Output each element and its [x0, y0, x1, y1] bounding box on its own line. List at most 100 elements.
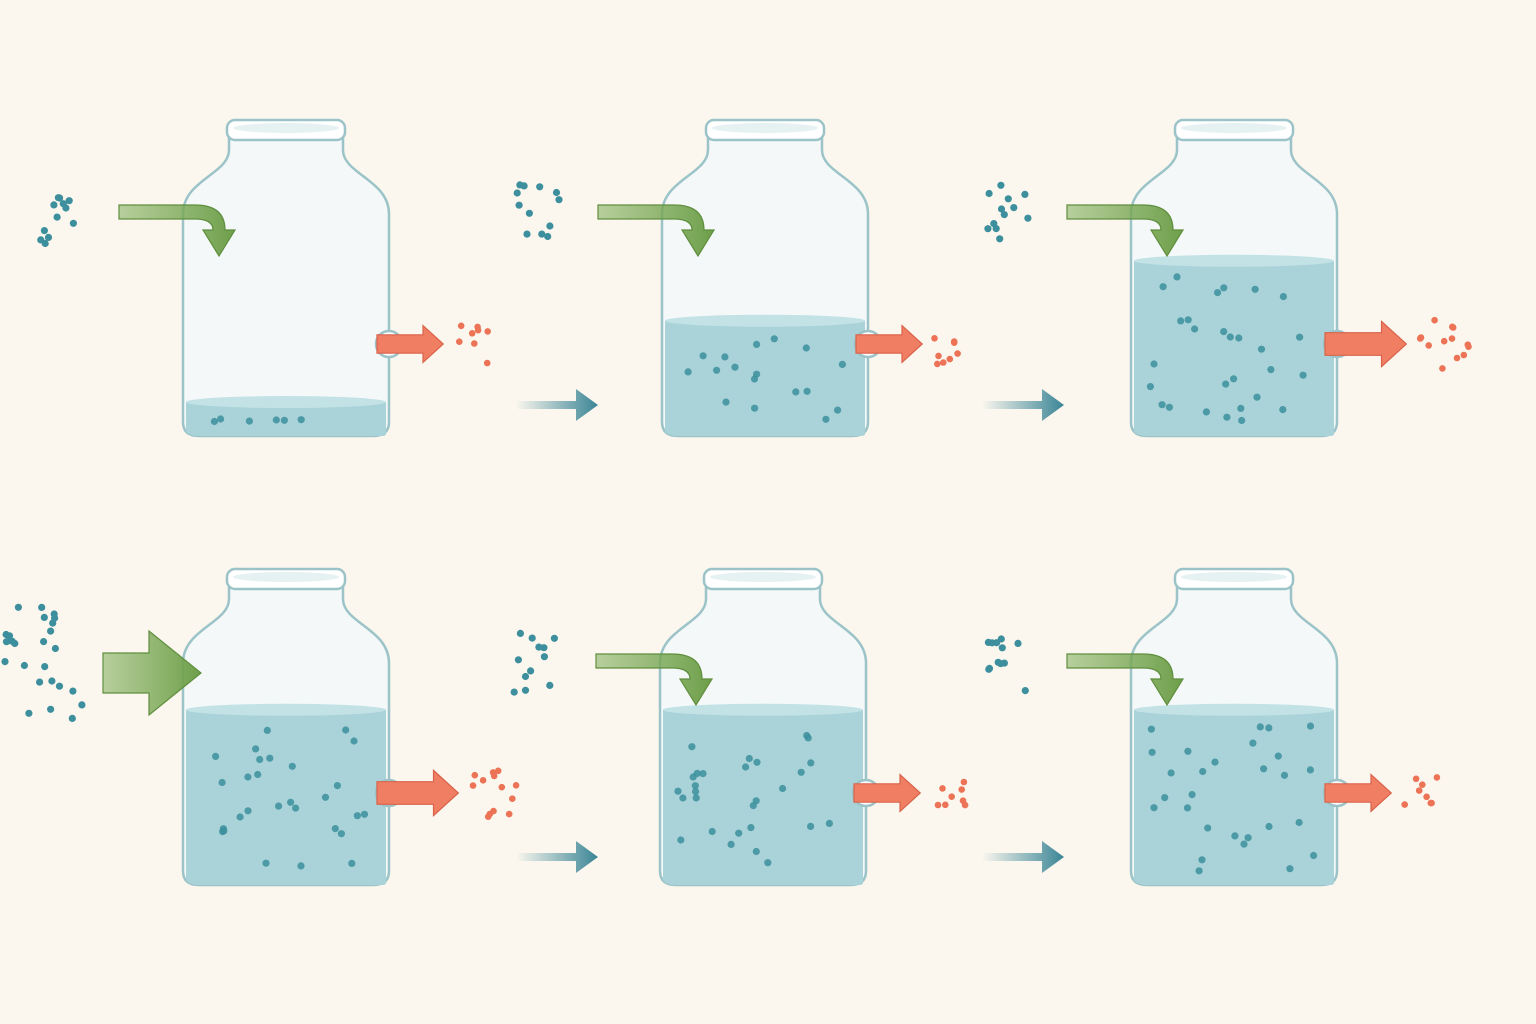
outflow-arrow-icon — [855, 324, 924, 364]
liquid-surface — [665, 314, 865, 327]
particle — [254, 770, 262, 779]
particle — [256, 755, 264, 764]
inflow-particle — [41, 663, 49, 671]
particle — [753, 370, 761, 378]
particle — [727, 840, 735, 849]
inflow-particle — [521, 686, 530, 694]
inflow-particle — [25, 709, 33, 717]
outflow-particle — [474, 326, 482, 334]
inflow-particle — [546, 681, 554, 690]
particle — [263, 726, 271, 735]
particle — [217, 415, 225, 423]
particle — [770, 335, 778, 343]
inflow-particle — [985, 665, 993, 673]
inflow-particle — [1004, 195, 1012, 203]
outflow-arrow-icon — [376, 769, 460, 817]
jar-stage-6 — [984, 567, 1441, 887]
particle — [245, 417, 253, 425]
particle — [1260, 765, 1268, 773]
particle — [753, 340, 761, 348]
particle — [272, 416, 280, 424]
particle — [804, 734, 812, 742]
inflow-particle — [1000, 659, 1009, 667]
particle — [244, 773, 252, 781]
inflow-particle — [69, 687, 77, 695]
particle — [1159, 283, 1167, 291]
outflow-particle — [1433, 774, 1441, 781]
inflow-particle — [69, 219, 77, 227]
liquid-surface — [663, 703, 863, 716]
inflow-particle — [49, 619, 57, 627]
inflow-particle — [540, 653, 549, 661]
inflow-particle — [997, 635, 1005, 643]
particle — [1202, 408, 1210, 416]
outflow-particle — [468, 330, 476, 337]
inflow-particle — [40, 638, 48, 646]
particle — [1204, 824, 1212, 832]
particle — [747, 824, 755, 832]
outflow-particle — [484, 328, 492, 335]
particle — [1222, 380, 1230, 388]
particle — [1295, 818, 1303, 827]
particle — [353, 812, 361, 820]
jar-stage-5 — [510, 567, 969, 887]
outflow-particle — [950, 339, 958, 347]
inflow-particle — [516, 629, 525, 638]
jar-stage-4 — [1, 567, 520, 887]
inflow-particle — [53, 213, 61, 221]
particle — [1146, 383, 1154, 391]
particle — [1256, 723, 1264, 731]
particle — [292, 804, 300, 812]
particle — [1223, 413, 1231, 421]
particle — [803, 387, 811, 395]
particle — [1253, 393, 1261, 401]
inflow-particle — [510, 688, 518, 696]
step-arrow-icon — [516, 841, 598, 873]
inflow-particle — [996, 235, 1004, 243]
inflow-particle — [56, 194, 64, 202]
particle — [807, 759, 815, 767]
particle — [834, 406, 842, 414]
inflow-arrow-icon — [118, 204, 237, 258]
particle — [297, 862, 305, 870]
outflow-particle — [1428, 799, 1435, 807]
particle — [1173, 273, 1181, 281]
particle — [1244, 834, 1252, 842]
outflow-particle — [498, 783, 506, 791]
particle — [1199, 767, 1207, 776]
particle — [1265, 822, 1273, 831]
jar-mouth — [233, 123, 339, 133]
inflow-particle — [525, 209, 534, 217]
inflow-particle — [540, 644, 548, 652]
particle — [822, 415, 830, 423]
particle — [1147, 725, 1155, 733]
particle — [753, 758, 761, 766]
liquid — [665, 320, 865, 436]
inflow-particle — [1021, 687, 1029, 695]
outflow-arrow-icon — [853, 773, 922, 813]
inflow-particle — [36, 678, 44, 686]
inflow-particle — [552, 188, 561, 197]
particle — [1280, 771, 1289, 779]
outflow-particle — [934, 801, 942, 809]
inflow-particle — [1010, 204, 1018, 212]
inflow-particle — [992, 225, 1000, 233]
jar-icon — [181, 130, 391, 438]
particle — [1188, 791, 1196, 799]
inflow-particle — [51, 644, 60, 653]
inflow-particle — [538, 230, 546, 238]
inflow-arrow-icon — [102, 629, 202, 717]
inflow-particle — [1000, 211, 1008, 219]
particle — [713, 366, 721, 374]
particle — [1148, 748, 1156, 756]
outflow-particle — [1453, 354, 1461, 362]
particle — [210, 417, 218, 426]
particle — [1235, 334, 1243, 342]
particle — [825, 819, 834, 828]
particle — [236, 813, 244, 821]
particle — [321, 793, 330, 801]
particle — [1150, 360, 1158, 368]
particle — [735, 829, 743, 837]
outflow-particle — [494, 767, 502, 775]
